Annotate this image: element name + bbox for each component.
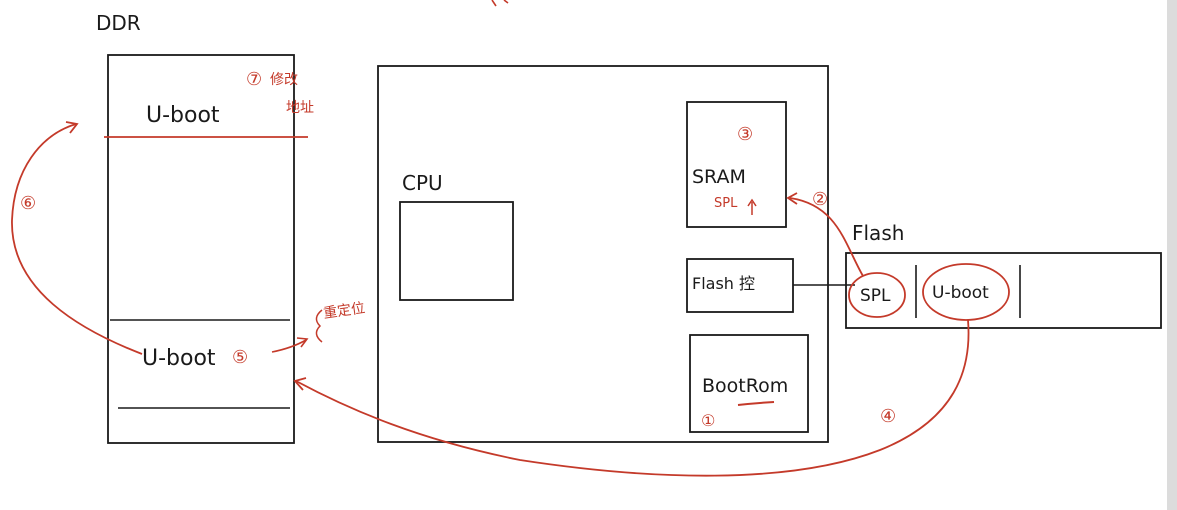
cpu-core-box	[399, 201, 514, 301]
flash-spl-circle	[848, 272, 906, 318]
flash-block: Flash SPL U-boot	[845, 221, 1162, 329]
flash-spl-label: SPL	[860, 286, 891, 306]
step5-arrowhead	[296, 337, 309, 348]
step3-label: ③	[737, 124, 753, 145]
step2-arrowhead	[786, 192, 798, 205]
modify-address-line1: 修改	[270, 72, 298, 88]
bootrom-underline	[737, 401, 775, 406]
step5-label: ⑤	[232, 347, 248, 368]
relocation-label: 重定位	[322, 300, 366, 322]
step4-label: ④	[880, 406, 896, 427]
sram-spl-up-arrowhead	[747, 198, 757, 207]
flash-outline	[845, 252, 1162, 329]
ddr-uboot-top-label: U-boot	[146, 103, 220, 128]
bootrom-box	[689, 334, 809, 433]
annotations: ② ③ ④ ⑤ 重定位 ⑥ ⑦ 修改 地址 ①	[11, 0, 970, 477]
step6-label: ⑥	[20, 193, 36, 214]
relocation-brace	[315, 309, 323, 343]
ddr-uboot-bottom-label: U-boot	[142, 346, 216, 371]
step4-arrow	[295, 319, 970, 477]
sram-label: SRAM	[692, 166, 746, 188]
flash-title: Flash	[852, 221, 904, 245]
bootrom-label: BootRom	[702, 375, 788, 397]
cpu-label: CPU	[402, 171, 443, 195]
flash-uboot-circle	[922, 263, 1010, 321]
step5-arrow	[271, 339, 307, 353]
flash-controller-label: Flash 控	[692, 274, 755, 293]
soc-outline	[377, 65, 829, 443]
step7-label: ⑦	[246, 69, 262, 90]
cropped-top-mark	[491, 0, 509, 7]
ddr-title: DDR	[96, 11, 141, 35]
ddr-outline	[107, 54, 295, 444]
ddr-block: DDR U-boot U-boot	[96, 11, 308, 444]
sram-spl-label: SPL	[714, 196, 738, 211]
step2-label: ②	[812, 189, 828, 210]
step2-arrow	[789, 197, 864, 277]
step1-label: ①	[701, 411, 715, 430]
step6-arrowhead	[65, 121, 79, 134]
right-edge-bar	[1167, 0, 1177, 510]
step6-arrow	[11, 123, 143, 355]
modify-address-line2: 地址	[286, 100, 314, 116]
soc-block: CPU SRAM SPL Flash 控 BootRom	[377, 65, 829, 443]
step4-arrowhead	[293, 377, 307, 391]
flash-uboot-label: U-boot	[932, 283, 989, 303]
sram-box	[686, 101, 787, 228]
